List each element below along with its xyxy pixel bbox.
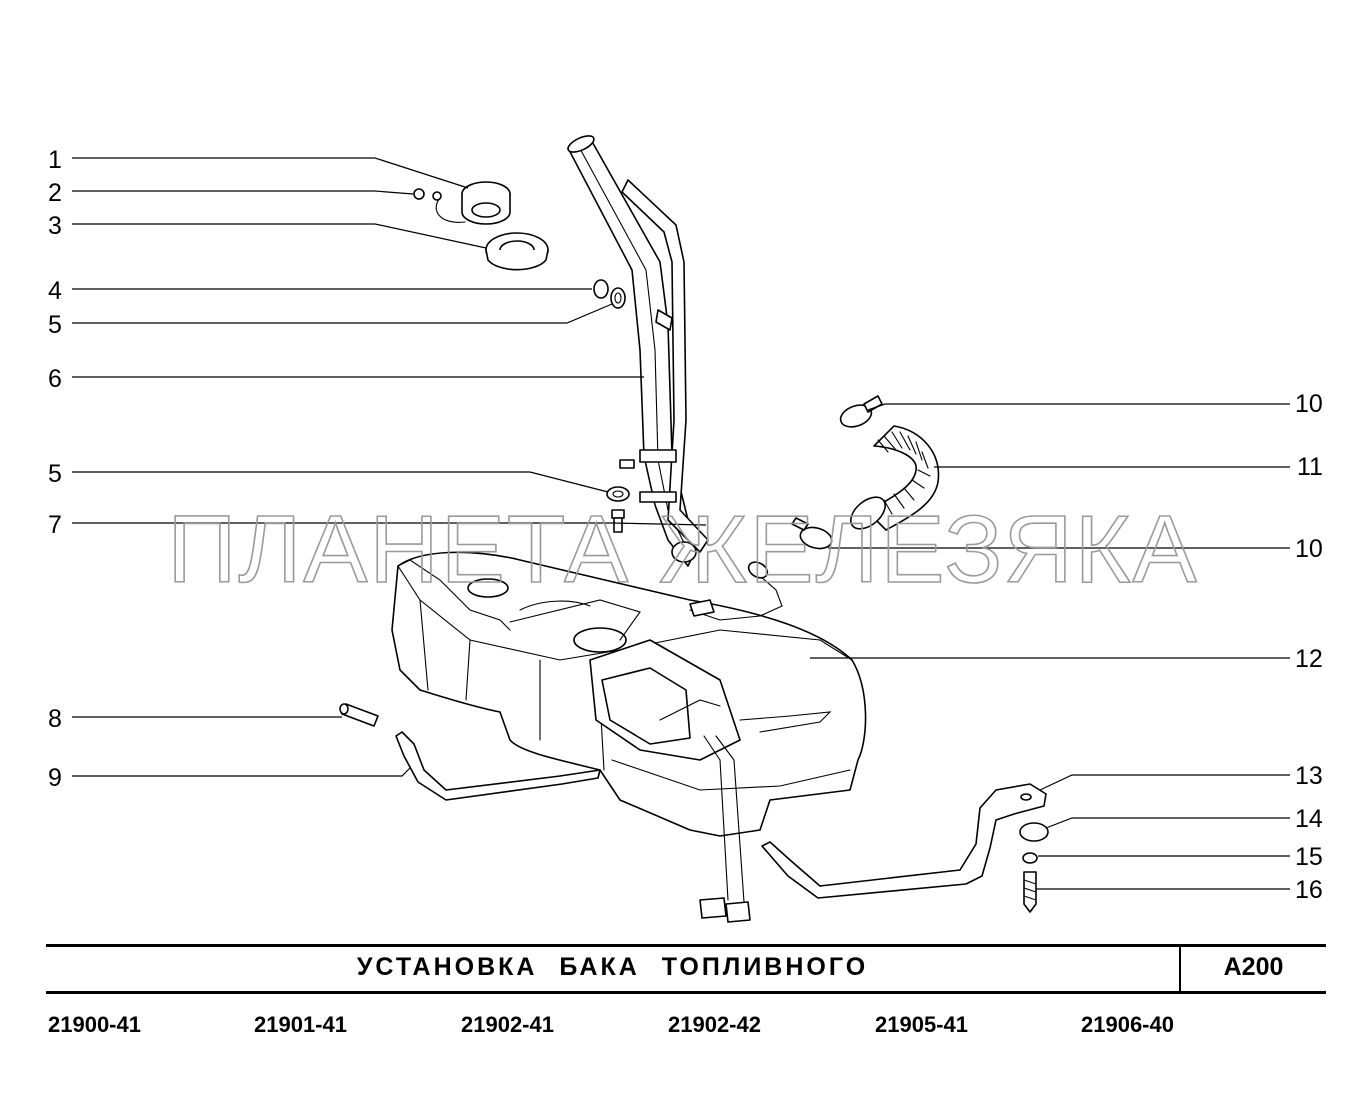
strap-nut bbox=[1022, 852, 1038, 864]
washer-upper bbox=[610, 287, 626, 309]
callout-1: 1 bbox=[48, 146, 62, 174]
callout-11: 11 bbox=[1297, 453, 1323, 481]
callout-9: 9 bbox=[48, 764, 62, 792]
model-list: 21900-41 21901-41 21902-41 21902-42 2190… bbox=[0, 1012, 1370, 1042]
model-code: 21900-41 bbox=[48, 1012, 141, 1037]
model-code: 21901-41 bbox=[254, 1012, 347, 1037]
callout-6: 6 bbox=[48, 365, 62, 393]
strap-right bbox=[761, 783, 1047, 899]
callout-5-upper: 5 bbox=[48, 311, 62, 339]
callout-8: 8 bbox=[48, 705, 62, 733]
model-code: 21902-41 bbox=[461, 1012, 554, 1037]
strap-bolt bbox=[1023, 871, 1037, 913]
hose-clamp-lower bbox=[791, 517, 833, 550]
hose-clamp-upper bbox=[839, 395, 883, 428]
model-code: 21902-42 bbox=[668, 1012, 761, 1037]
callout-12: 12 bbox=[1295, 645, 1323, 673]
vent-hose bbox=[850, 425, 940, 531]
leader-lines bbox=[72, 157, 1290, 890]
diagram-title: УСТАНОВКА БАКА ТОПЛИВНОГО bbox=[356, 953, 869, 981]
callout-5-lower: 5 bbox=[48, 460, 62, 488]
sheet-code: A200 bbox=[1223, 953, 1284, 981]
callout-15: 15 bbox=[1295, 843, 1323, 871]
filler-pipe bbox=[567, 135, 709, 567]
callout-13: 13 bbox=[1295, 762, 1323, 790]
strap-washer bbox=[1019, 822, 1049, 842]
callout-4: 4 bbox=[48, 277, 62, 305]
callout-7: 7 bbox=[48, 511, 62, 539]
callout-10-lower: 10 bbox=[1295, 535, 1323, 563]
model-code: 21906-40 bbox=[1081, 1012, 1174, 1037]
strap-left bbox=[395, 731, 601, 801]
washer-lower bbox=[606, 459, 635, 502]
watermark: ПЛАНЕТА ЖЕЛЕЗЯКА bbox=[167, 496, 1198, 603]
callout-16: 16 bbox=[1295, 876, 1323, 904]
nut bbox=[593, 279, 609, 299]
filler-cap bbox=[432, 181, 511, 225]
callout-2: 2 bbox=[48, 179, 62, 207]
fuel-tank bbox=[391, 551, 867, 923]
callout-3: 3 bbox=[48, 212, 62, 240]
bolt bbox=[611, 509, 625, 533]
callout-14: 14 bbox=[1295, 805, 1323, 833]
filler-grommet bbox=[485, 232, 549, 271]
model-code: 21905-41 bbox=[875, 1012, 968, 1037]
cap-fastener bbox=[413, 188, 425, 200]
callout-10-upper: 10 bbox=[1295, 390, 1323, 418]
title-block: УСТАНОВКА БАКА ТОПЛИВНОГО A200 bbox=[46, 944, 1326, 994]
pin bbox=[339, 703, 379, 727]
title-divider bbox=[1179, 947, 1181, 991]
